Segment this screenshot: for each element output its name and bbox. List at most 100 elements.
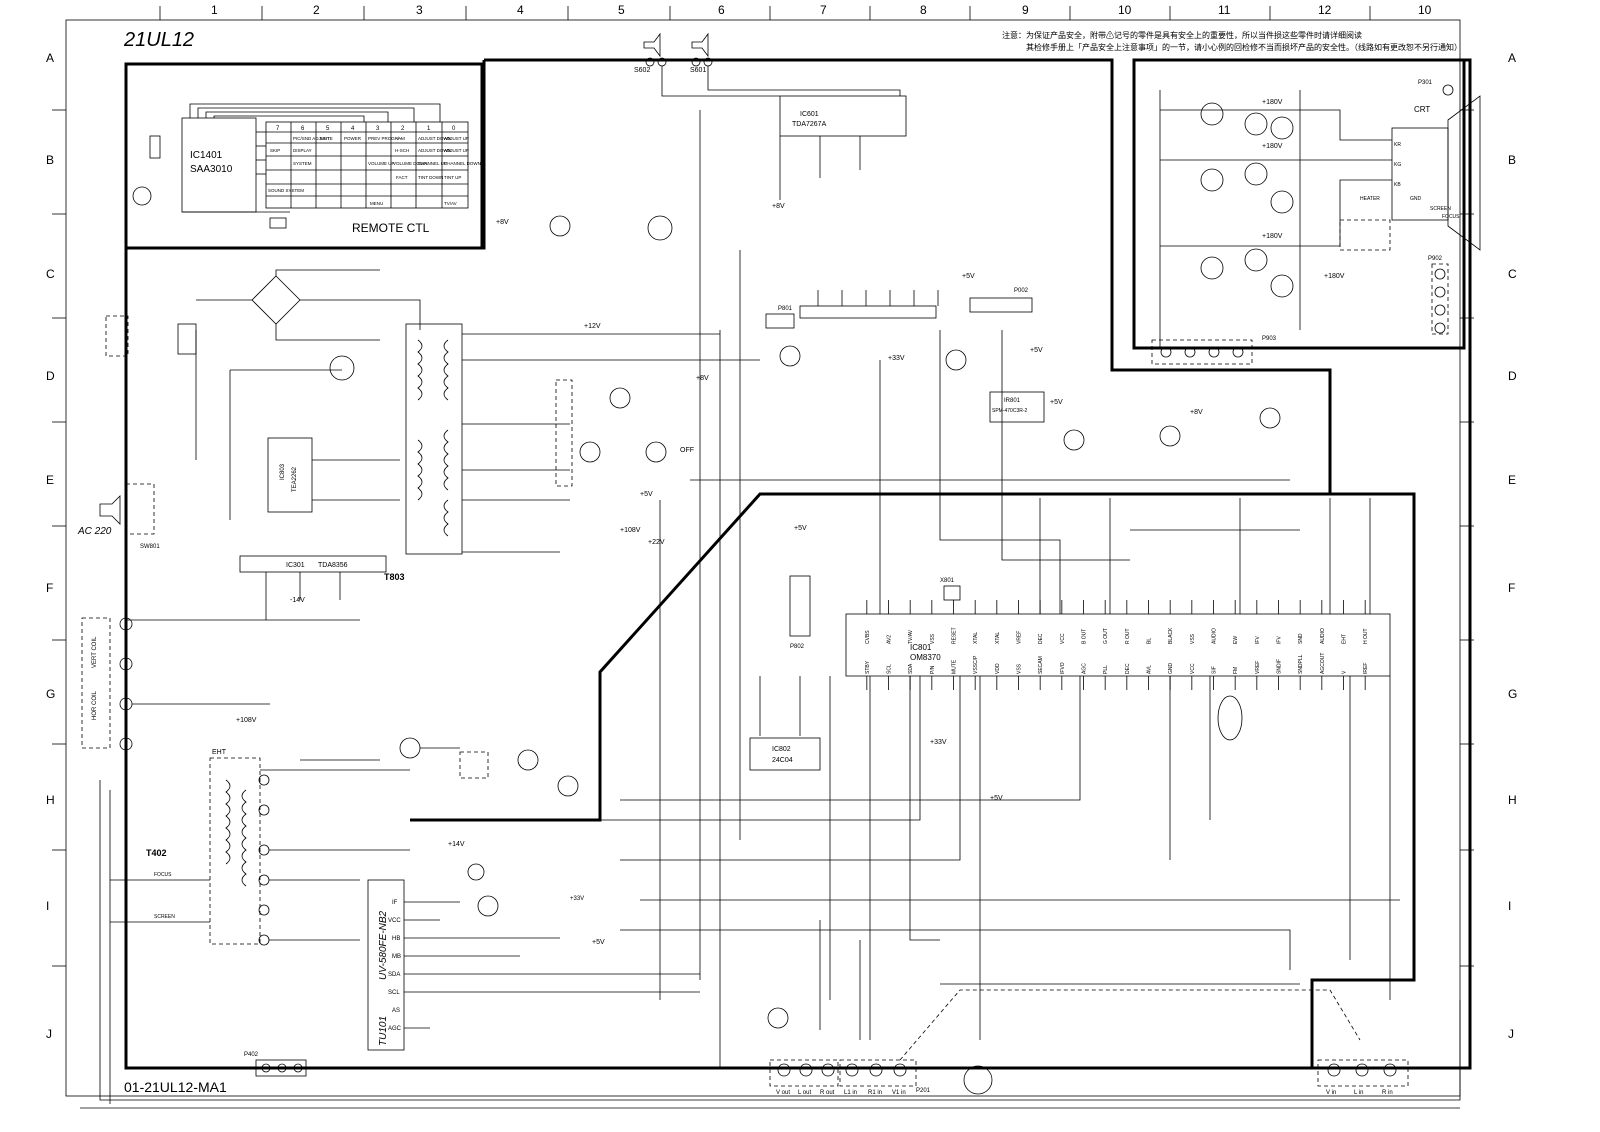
ic801-top-pin-label: TV/AV <box>908 629 914 644</box>
rail-labels: +12V +8V +8V +8V +33V +5V +5V +5V +5V +5… <box>236 99 1345 946</box>
ic801-bot-pin-label: V <box>1342 670 1348 674</box>
grid-col-11: 11 <box>1218 3 1231 17</box>
ic801-top-pin-label: BL <box>1147 638 1153 644</box>
remote-matrix-header: 7 6 5 4 3 2 1 0 <box>276 126 456 132</box>
connector-p002-ref: P002 <box>1014 288 1029 294</box>
jack-r-out: R out <box>820 1090 835 1096</box>
rail-5v-d: +5V <box>640 491 653 498</box>
ac-plug-icon <box>99 495 121 525</box>
key-adj-up: ADJUST UP <box>444 136 469 141</box>
tuner-pin-as: AS <box>392 1008 400 1014</box>
grid-row-c: C <box>46 267 55 281</box>
grid-row-d-r: D <box>1508 369 1517 383</box>
connector-p201-ref: P201 <box>916 1088 931 1094</box>
ic301-ref: IC301 <box>286 562 305 569</box>
notice-line-2: 其检修手册上「产品安全上注意事项」的一节，请小心例的回检修不当而损坏产品的安全性… <box>1026 42 1462 52</box>
grid-ticks-side <box>52 109 1474 967</box>
rail-8v-b: +8V <box>772 203 785 210</box>
av-input2-jacks <box>1317 1059 1409 1087</box>
tuner-ref: TU101 <box>378 1016 389 1046</box>
grid-row-i-r: I <box>1508 899 1511 913</box>
jack-v-out: V out <box>776 1090 790 1096</box>
keyboard-buttons <box>799 290 939 319</box>
ic801-bot-pin-label: VREF <box>1255 661 1261 674</box>
audio-output-section: S602 S601 IC601 TDA7267A <box>634 32 907 200</box>
key-prev: PREV PROGRAM <box>368 136 405 141</box>
remote-col-0: 0 <box>452 126 456 132</box>
rail-22v: +22V <box>648 539 665 546</box>
grid-row-a-r: A <box>1508 51 1516 65</box>
remote-col-4: 4 <box>351 126 355 132</box>
remote-matrix-keys: PIC/SND ADJUST MUTE POWER PREV PROGRAM -… <box>268 136 481 206</box>
ac-input-label: AC 220 <box>77 526 112 537</box>
ic803-name: TEA2262 <box>292 466 298 492</box>
speaker-s601-ref: S601 <box>690 67 706 74</box>
av-output-jacks <box>769 1059 839 1087</box>
grid-row-g-r: G <box>1508 687 1517 701</box>
ic801-bot-pin-label: P/N <box>930 665 936 674</box>
key-sound-system: SOUND SYSTEM <box>268 188 304 193</box>
power-supply-section: IC803 TEA2262 AC 220 SW801 T803 <box>77 269 760 582</box>
notice-line-1: 注意：为保证产品安全，附带⚠记号的零件是具有安全上的重要性，所以当件损这些零件时… <box>1002 30 1362 40</box>
tuner-pin-mb: MB <box>392 954 401 960</box>
key-mute: MUTE <box>320 136 333 141</box>
grid-rows-left: A B C D E F G H I J <box>46 51 55 1041</box>
ic801-top-pin-label: B OUT <box>1082 629 1088 644</box>
jack-l-out: L out <box>798 1090 811 1096</box>
grid-row-h: H <box>46 793 55 807</box>
t402-ref: T402 <box>146 848 167 858</box>
key-skip: SKIP <box>270 148 280 153</box>
rail-108v-b: +108V <box>236 717 257 724</box>
saw-filter <box>1217 695 1243 741</box>
ic801-top-pin-label: XTAL <box>995 632 1001 644</box>
ic801-chip <box>845 613 1391 677</box>
grid-row-h-r: H <box>1508 793 1517 807</box>
grid-row-c-r: C <box>1508 267 1517 281</box>
jack-v-in: V in <box>1326 1090 1336 1096</box>
ic801-name: OM8370 <box>910 653 941 662</box>
key-display: DISPLAY <box>293 148 312 153</box>
ic803-chip <box>267 437 313 513</box>
deflection-yoke-block <box>81 617 111 749</box>
key-tvav: TV/AV <box>444 201 457 206</box>
grid-col-3: 3 <box>416 3 423 17</box>
ic801-bot-pin-label: FM <box>1233 667 1239 674</box>
grid-row-a: A <box>46 51 54 65</box>
ic801-bot-pin-label: AGC <box>1082 663 1088 674</box>
ic803-ref: IC803 <box>280 463 286 480</box>
jack-v1-in: V1 in <box>892 1090 906 1096</box>
rail-off: OFF <box>680 447 694 454</box>
ic801-top-pin-label: BLACK <box>1168 627 1174 644</box>
ic801-bot-pin-label: SCL <box>887 664 893 674</box>
key-pic-snd: PIC/SND ADJUST <box>293 136 330 141</box>
grid-col-8: 8 <box>920 3 927 17</box>
rail-5v-a: +5V <box>962 273 975 280</box>
crystal-x801 <box>943 585 961 601</box>
tuner-tu101 <box>367 879 405 1051</box>
vert-coil-label: VERT COIL <box>92 636 98 668</box>
ic801-bot-pin-label: STBY <box>865 660 871 674</box>
crt-pin-kr: KR <box>1394 142 1401 148</box>
grid-row-f: F <box>46 581 53 595</box>
grid-row-e: E <box>46 473 54 487</box>
key-vol-down: VOLUME DOWN <box>393 161 428 166</box>
ic801-top-pin-label: VREF <box>1017 631 1023 644</box>
ic801-top-pin-label: VSS <box>930 633 936 644</box>
fuse-block <box>105 315 129 357</box>
ic801-top-pin-label: R OUT <box>1125 628 1131 644</box>
ic801-top-pin-label: AV2 <box>887 635 893 644</box>
grid-col-7: 7 <box>820 3 827 17</box>
rail-180v-a: +180V <box>1262 99 1283 106</box>
ic801-top-pin-label: AUDIO <box>1212 628 1218 644</box>
remote-control-block: IC1401 SAA3010 7 6 5 4 3 2 1 0 PIC/SND A… <box>124 62 484 250</box>
rail-8v-a: +8V <box>496 219 509 226</box>
connector-p801-ref: P801 <box>778 306 793 312</box>
rail-5v-e: +5V <box>794 525 807 532</box>
grid-col-1: 1 <box>211 3 218 17</box>
remote-col-6: 6 <box>301 126 305 132</box>
key-adj-down: ADJUST DOWN <box>418 136 451 141</box>
crystal-ref: X801 <box>940 578 955 584</box>
ic801-top-pin-label: DEC <box>1038 633 1044 644</box>
grid-rows-right: A B C D E F G H I J <box>1508 51 1517 1041</box>
